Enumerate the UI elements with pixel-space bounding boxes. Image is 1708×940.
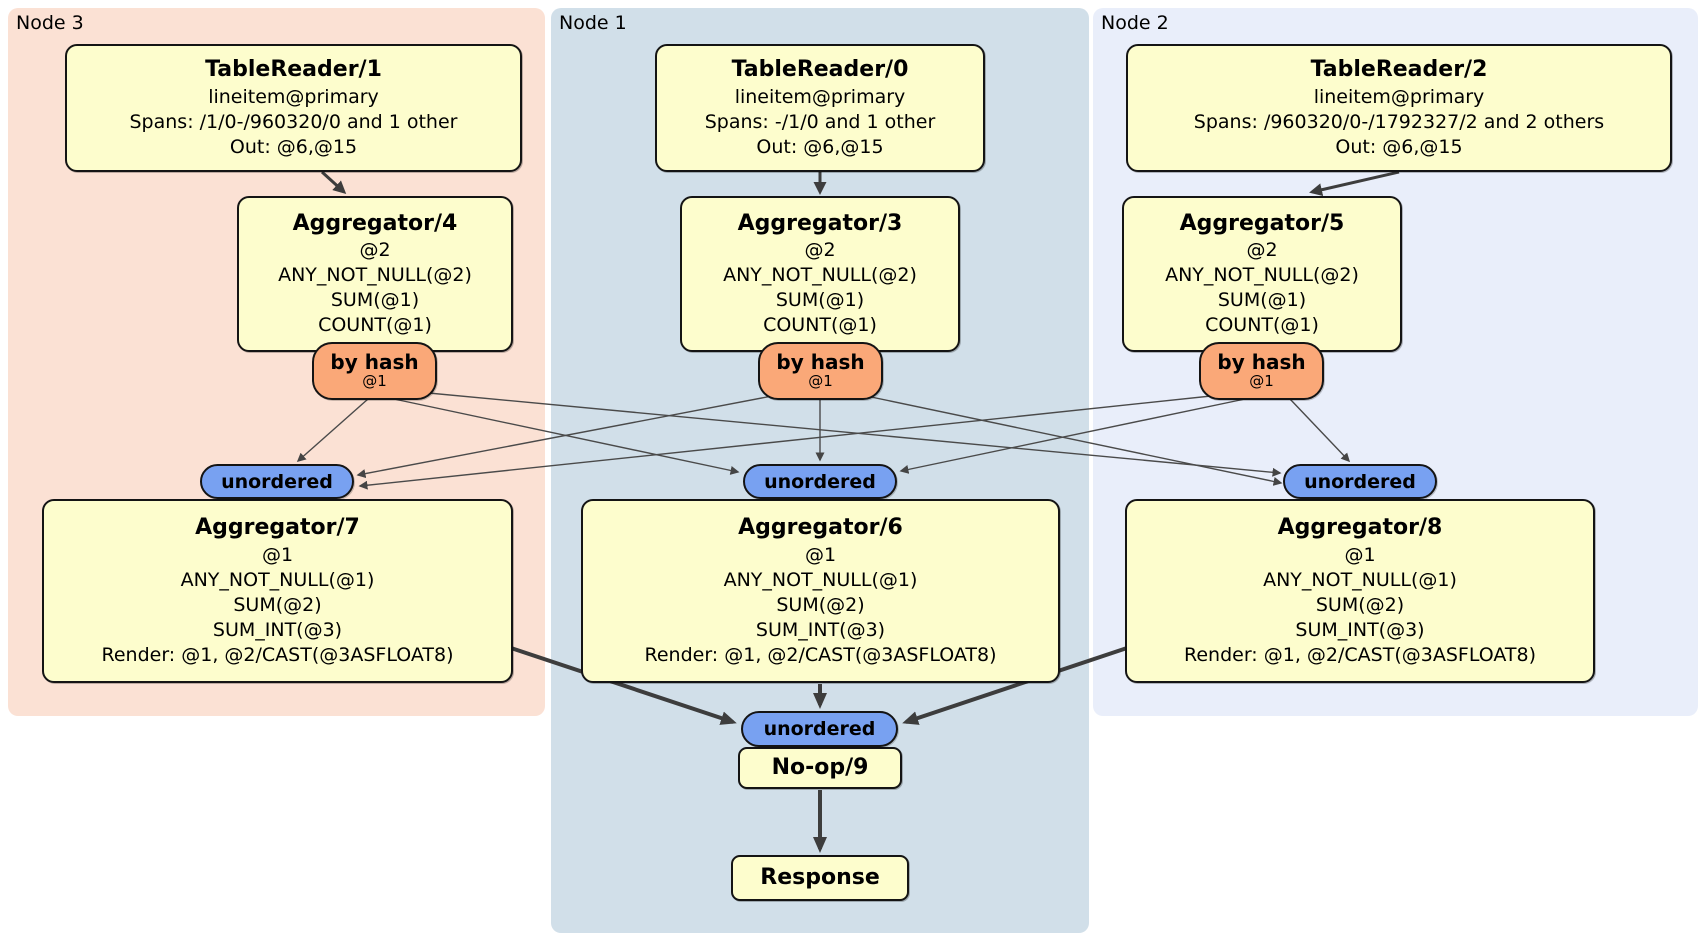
noop-9-box: No-op/9	[738, 747, 902, 789]
box-line: @2	[804, 239, 836, 262]
region-label-node-2: Node 2	[1101, 12, 1169, 34]
box-line: ANY_NOT_NULL(@1)	[723, 568, 918, 591]
box-line: lineitem@primary	[1313, 85, 1485, 108]
aggregator-7-box: Aggregator/7 @1 ANY_NOT_NULL(@1) SUM(@2)…	[42, 499, 513, 683]
box-line: lineitem@primary	[734, 85, 906, 108]
edge-bh4-u7	[296, 398, 369, 462]
box-line: COUNT(@1)	[318, 314, 432, 337]
region-label-node-3: Node 3	[16, 12, 84, 34]
aggregator-4-box: Aggregator/4 @2 ANY_NOT_NULL(@2) SUM(@1)…	[237, 196, 513, 352]
sync-label: unordered	[763, 718, 876, 740]
box-line: COUNT(@1)	[763, 314, 877, 337]
box-line: SUM_INT(@3)	[212, 618, 343, 641]
box-line: lineitem@primary	[208, 85, 379, 108]
box-line: Spans: /960320/0-/1792327/2 and 2 others	[1193, 110, 1605, 133]
router-detail: @1	[808, 372, 833, 391]
edge-agg7-u9	[510, 646, 737, 725]
box-line: Out: @6,@15	[1335, 135, 1463, 158]
router-detail: @1	[1249, 372, 1274, 391]
router-label: by hash	[330, 350, 419, 375]
by-hash-router-3: by hash @1	[758, 342, 883, 400]
tablereader-1-box: TableReader/1 lineitem@primary Spans: /1…	[65, 44, 522, 172]
unordered-sync-7: unordered	[200, 464, 354, 499]
response-box: Response	[731, 855, 909, 901]
box-line: @1	[804, 543, 837, 566]
edge-bh4-u8	[417, 391, 1282, 477]
box-line: SUM(@1)	[330, 289, 420, 312]
box-title: Aggregator/8	[1277, 515, 1443, 540]
sync-label: unordered	[1304, 470, 1416, 493]
box-line: Spans: -/1/0 and 1 other	[704, 110, 936, 133]
region-label-node-1: Node 1	[559, 12, 627, 34]
box-title: Aggregator/6	[738, 515, 903, 540]
tablereader-to-aggregator-edges	[320, 170, 1400, 197]
box-title: Response	[760, 864, 880, 890]
edge-tr2-agg5	[1309, 170, 1400, 197]
edge-bh3-u7	[356, 392, 789, 479]
box-line: ANY_NOT_NULL(@1)	[1263, 568, 1457, 591]
box-line: Out: @6,@15	[229, 135, 358, 158]
box-line: SUM(@2)	[776, 593, 865, 616]
edge-bh5-u6	[899, 398, 1246, 474]
aggregator-8-box: Aggregator/8 @1 ANY_NOT_NULL(@1) SUM(@2)…	[1125, 499, 1595, 683]
by-hash-router-5: by hash @1	[1199, 342, 1324, 400]
edge-agg8-u9	[902, 646, 1128, 725]
by-hash-router-4: by hash @1	[312, 342, 437, 400]
box-title: No-op/9	[771, 754, 869, 780]
box-line: ANY_NOT_NULL(@2)	[278, 264, 472, 287]
box-line: SUM_INT(@3)	[1295, 618, 1425, 641]
box-line: @2	[359, 239, 391, 262]
sync-label: unordered	[221, 470, 333, 493]
sync-label: unordered	[764, 470, 876, 493]
router-detail: @1	[362, 372, 387, 391]
box-line: SUM(@2)	[1315, 593, 1405, 616]
box-title: TableReader/2	[1310, 57, 1488, 83]
unordered-sync-8: unordered	[1283, 464, 1437, 499]
unordered-sync-6: unordered	[743, 464, 897, 499]
tablereader-2-box: TableReader/2 lineitem@primary Spans: /9…	[1126, 44, 1672, 172]
aggregator-5-box: Aggregator/5 @2 ANY_NOT_NULL(@2) SUM(@1)…	[1122, 196, 1402, 352]
box-title: Aggregator/5	[1179, 210, 1345, 236]
edge-bh5-u8	[1289, 398, 1351, 463]
box-line: ANY_NOT_NULL(@2)	[723, 264, 917, 287]
aggregator-3-box: Aggregator/3 @2 ANY_NOT_NULL(@2) SUM(@1)…	[680, 196, 960, 352]
aggregator-6-box: Aggregator/6 @1 ANY_NOT_NULL(@1) SUM(@2)…	[581, 499, 1060, 683]
box-title: TableReader/1	[205, 57, 382, 83]
hash-router-mesh-edges	[296, 391, 1351, 490]
tablereader-0-box: TableReader/0 lineitem@primary Spans: -/…	[655, 44, 985, 172]
box-line: Spans: /1/0-/960320/0 and 1 other	[129, 110, 458, 133]
box-line: Render: @1, @2/CAST(@3ASFLOAT8)	[1184, 643, 1536, 666]
router-label: by hash	[776, 350, 865, 375]
box-line: COUNT(@1)	[1205, 314, 1319, 337]
edge-tr1-agg4	[320, 170, 347, 195]
box-line: Render: @1, @2/CAST(@3ASFLOAT8)	[644, 643, 997, 666]
box-title: TableReader/0	[731, 57, 909, 83]
box-line: Out: @6,@15	[756, 135, 884, 158]
box-title: Aggregator/4	[292, 210, 458, 236]
edge-bh3-u8	[851, 392, 1283, 486]
box-line: @1	[1344, 543, 1376, 566]
box-line: SUM_INT(@3)	[755, 618, 886, 641]
box-line: @2	[1246, 239, 1278, 262]
box-line: ANY_NOT_NULL(@1)	[180, 568, 375, 591]
box-title: Aggregator/7	[195, 515, 360, 540]
box-line: SUM(@1)	[775, 289, 865, 312]
box-line: Render: @1, @2/CAST(@3ASFLOAT8)	[101, 643, 454, 666]
box-line: SUM(@1)	[1217, 289, 1307, 312]
unordered-sync-final: unordered	[741, 711, 898, 747]
final-stage-edges	[510, 646, 1128, 853]
box-title: Aggregator/3	[737, 210, 903, 236]
box-line: @1	[261, 543, 294, 566]
edge-bh5-u7	[358, 393, 1231, 490]
router-label: by hash	[1217, 350, 1306, 375]
box-line: SUM(@2)	[233, 593, 322, 616]
box-line: ANY_NOT_NULL(@2)	[1165, 264, 1359, 287]
